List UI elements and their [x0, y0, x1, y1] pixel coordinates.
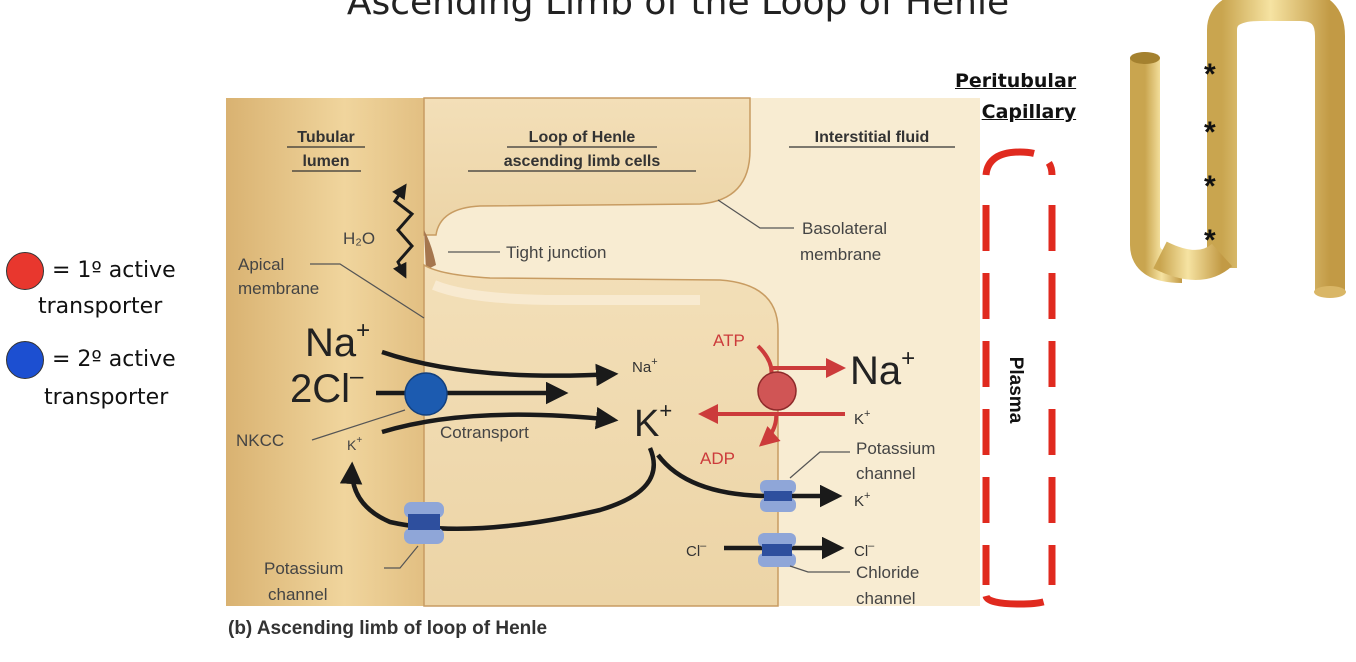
tubule-mark: * — [1204, 224, 1216, 257]
sodium-potassium-pump — [757, 371, 797, 411]
peritubular-capillary-heading: Peritubular Capillary — [955, 66, 1076, 128]
upper-cell — [423, 97, 751, 236]
apical-label-line2: membrane — [238, 279, 319, 298]
potassium-channel-right-line1: Potassium — [856, 439, 935, 458]
interstitial-potassium-in: K+ — [854, 408, 870, 428]
potassium-recycle-arrow — [339, 447, 656, 531]
figure-headers: Tubular lumen Loop of Henle ascending li… — [297, 129, 929, 170]
chloride-channel — [758, 533, 796, 567]
header-lumen-line2: lumen — [302, 153, 349, 170]
cell-potassium: K+ — [634, 398, 672, 445]
peritubular-capillary — [982, 148, 1056, 608]
legend-secondary-line1: = 2º active — [52, 347, 176, 372]
adp-arrow — [758, 411, 781, 447]
legend-secondary-symbol — [6, 341, 44, 379]
chloride-channel-line1: Chloride — [856, 563, 919, 582]
cell-chloride: Cl– — [686, 540, 707, 560]
legend-secondary-line2: transporter — [44, 385, 169, 410]
atp-label: ATP — [713, 331, 745, 350]
legend-primary-line2: transporter — [38, 294, 163, 319]
header-interstitial: Interstitial fluid — [815, 129, 930, 146]
tight-junction-mark — [424, 230, 436, 270]
nkcc-cotransporter — [404, 372, 448, 416]
ascending-limb-cell — [423, 263, 779, 607]
apical-label-line1: Apical — [238, 255, 284, 274]
legend-primary-line1: = 1º active — [52, 258, 176, 283]
interstitial-potassium-out: K+ — [854, 490, 870, 510]
water-label: H₂O — [343, 229, 375, 248]
adp-label: ADP — [700, 449, 735, 468]
tubule-mark: * — [1204, 58, 1216, 91]
basolateral-label-line1: Basolateral — [802, 219, 887, 238]
chloride-channel-line2: channel — [856, 589, 916, 608]
cotransport-label: Cotransport — [440, 423, 529, 442]
legend-primary-symbol — [6, 252, 44, 290]
header-cells-line1: Loop of Henle — [529, 129, 636, 146]
sodium-influx-arrow — [381, 349, 619, 387]
tubule-mark: * — [1204, 116, 1216, 149]
basolateral-label-line2: membrane — [800, 245, 881, 264]
basolateral-potassium-channel — [760, 480, 796, 512]
lumen-sodium: Na+ — [305, 317, 370, 365]
secondary-transporter-symbol — [6, 341, 44, 379]
loop-tubule-illustration — [1130, 0, 1346, 298]
lumen-potassium: K+ — [347, 435, 362, 453]
figure-caption: (b) Ascending limb of loop of Henle — [228, 618, 548, 639]
tight-junction-label: Tight junction — [506, 243, 606, 262]
tubule-marks: * * * * — [1204, 58, 1216, 257]
water-flow-arrow — [392, 183, 415, 279]
capillary-title-line2: Capillary — [981, 101, 1077, 123]
header-cells-line2: ascending limb cells — [504, 153, 661, 170]
interstitial-chloride: Cl– — [854, 540, 875, 560]
cell-sodium: Na+ — [632, 356, 658, 376]
potassium-channel-left-line1: Potassium — [264, 559, 343, 578]
tubule-mark: * — [1204, 170, 1216, 203]
slide-title: Ascending Limb of the Loop of Henle — [346, 0, 1010, 23]
potassium-channel-left-line2: channel — [268, 585, 328, 604]
lumen-chloride: 2Cl– — [290, 363, 364, 411]
apical-potassium-channel — [404, 502, 444, 544]
primary-transporter-symbol — [6, 252, 44, 290]
capillary-title-line1: Peritubular — [955, 70, 1077, 92]
interstitial-sodium: Na+ — [850, 345, 915, 393]
potassium-influx-arrow — [381, 406, 619, 435]
plasma-label: Plasma — [1005, 357, 1026, 424]
potassium-channel-right-line2: channel — [856, 464, 916, 483]
nkcc-label: NKCC — [236, 431, 284, 450]
header-lumen-line1: Tubular — [297, 129, 354, 146]
